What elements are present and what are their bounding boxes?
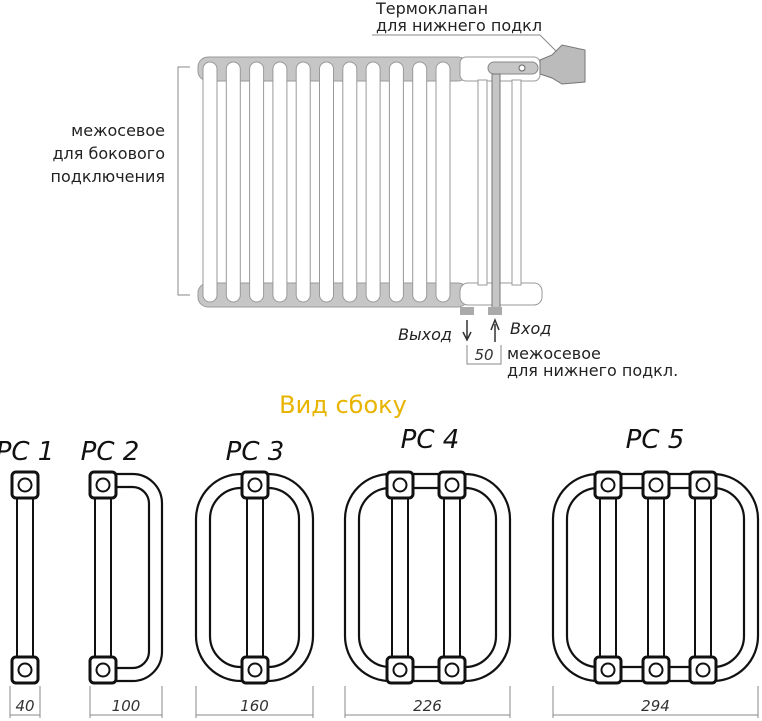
section-right-1: [477, 79, 488, 286]
inlet-arrow-icon: [490, 317, 500, 342]
variant-width: 294: [641, 697, 670, 715]
column-pipe: [443, 484, 461, 671]
bottom-spacing-dimension: [466, 345, 502, 365]
variant-name: РС 3: [226, 437, 285, 467]
side-view-title: Вид сбоку: [279, 391, 407, 419]
column-pipe: [391, 484, 409, 671]
variant-width: 226: [413, 697, 442, 715]
column-pipe: [599, 484, 617, 671]
bypass-pipe: [487, 61, 539, 75]
connector-hole-icon: [600, 662, 616, 678]
variant-name: РС 1: [0, 437, 54, 467]
connector-hole-icon: [17, 477, 33, 493]
width-dimension-line: [195, 686, 314, 718]
side-view-pc4: РС 4 226: [343, 425, 512, 718]
loop-pipe-inner: [357, 486, 498, 669]
side-spacing-label-line1: межосевое: [71, 121, 165, 140]
side-views: РС 1 40 РС 2 100 РС 3 160 РС 4 226 РС 5 294: [0, 425, 760, 718]
variant-width: 100: [112, 697, 141, 715]
column-pipe: [694, 484, 712, 671]
connector-hole-icon: [392, 662, 408, 678]
connector-hole-icon: [95, 662, 111, 678]
thermovalve-label-line1: Термоклапан: [375, 0, 488, 18]
variant-width: 160: [240, 697, 269, 715]
column-pipe: [94, 484, 112, 671]
variant-name: РС 4: [401, 425, 460, 455]
connector-hole-icon: [695, 477, 711, 493]
thermovalve-icon: [539, 44, 586, 85]
side-view-pc1: РС 1 40: [0, 437, 54, 718]
radiator-section: [249, 61, 265, 303]
radiator-sections: [202, 61, 451, 303]
bottom-header-end: [459, 282, 543, 306]
radiator-section: [272, 61, 288, 303]
radiator-section: [365, 61, 381, 303]
connector-hole-icon: [695, 662, 711, 678]
connector-hole-icon: [247, 477, 263, 493]
radiator-section: [388, 61, 404, 303]
bottom-spacing-value: 50: [474, 346, 493, 364]
column-pipe: [246, 484, 264, 671]
connector-hole-icon: [95, 477, 111, 493]
width-dimension-line: [9, 686, 41, 718]
inlet-label: Вход: [510, 319, 551, 338]
radiator-section: [225, 61, 241, 303]
column-pipe: [647, 484, 665, 671]
valve-port: [518, 64, 526, 72]
radiator-section: [435, 61, 451, 303]
outlet-label: Выход: [398, 325, 452, 344]
connector-hole-icon: [247, 662, 263, 678]
inlet-pipe: [491, 73, 501, 313]
loop-pipe-inner: [103, 485, 151, 670]
side-spacing-dimension: [177, 66, 190, 296]
connector-hole-icon: [648, 662, 664, 678]
outlet-arrow-icon: [462, 320, 472, 342]
loop-pipe-outer: [343, 472, 512, 683]
side-view-pc5: РС 5 294: [551, 425, 760, 718]
side-view-pc2: РС 2 100: [81, 437, 164, 718]
variant-name: РС 5: [626, 425, 685, 455]
connector-hole-icon: [444, 477, 460, 493]
connector-hole-icon: [444, 662, 460, 678]
connector-hole-icon: [17, 662, 33, 678]
connector-hole-icon: [392, 477, 408, 493]
variant-width: 40: [15, 697, 34, 715]
radiator-section: [295, 61, 311, 303]
radiator-front-view: Термоклапан для нижнего подкл межосевое …: [51, 0, 679, 380]
thermovalve-label-line2: для нижнего подкл: [376, 16, 542, 35]
connector-hole-icon: [600, 477, 616, 493]
width-dimension-line: [344, 686, 511, 718]
side-spacing-label-line3: подключения: [51, 167, 165, 186]
radiator-section: [412, 61, 428, 303]
variant-name: РС 2: [81, 437, 140, 467]
radiator-section: [342, 61, 358, 303]
thermovalve-leader-line: [372, 34, 561, 56]
side-view-pc3: РС 3 160: [194, 437, 315, 718]
width-dimension-line: [552, 686, 759, 718]
bottom-spacing-label-line2: для нижнего подкл.: [507, 361, 678, 380]
column-pipe: [16, 484, 34, 671]
section-right-2: [511, 79, 522, 286]
inlet-fitting: [488, 307, 502, 315]
loop-pipe-outer: [103, 472, 164, 683]
radiator-section: [202, 61, 218, 303]
radiator-section: [319, 61, 334, 303]
side-spacing-label-line2: для бокового: [52, 144, 165, 163]
outlet-fitting: [460, 307, 474, 315]
connector-hole-icon: [648, 477, 664, 493]
bottom-spacing-label-line1: межосевое: [507, 344, 601, 363]
width-dimension-line: [89, 686, 163, 718]
